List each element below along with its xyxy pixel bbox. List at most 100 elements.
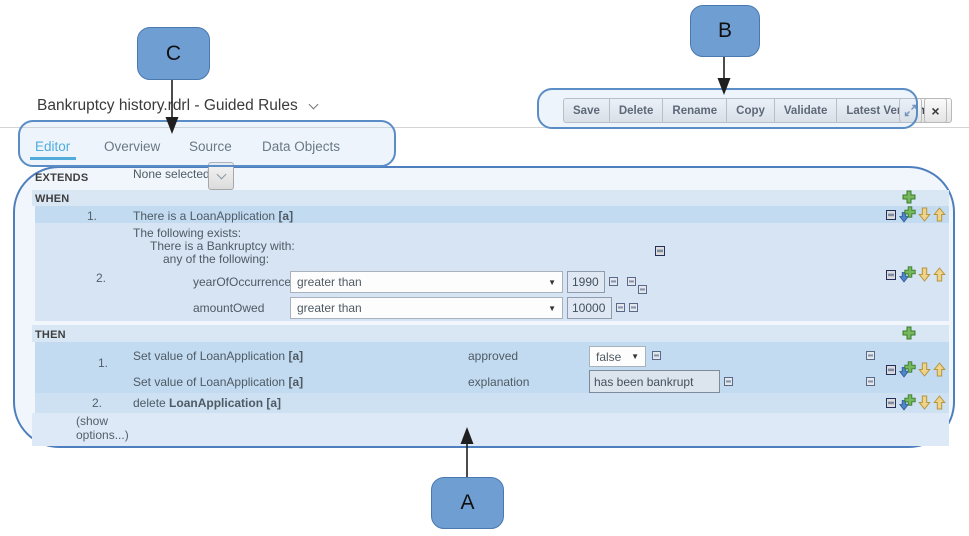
expand-arrows-icon <box>904 104 917 117</box>
exists-collapse-button[interactable] <box>655 246 665 256</box>
callout-box-a: A <box>431 477 504 529</box>
pattern-binding: [a] <box>278 209 294 223</box>
operator-value: greater than <box>297 275 362 289</box>
title-chevron-down-icon[interactable] <box>308 99 319 110</box>
then-row-2-number: 2. <box>91 396 102 410</box>
when-row-1-bg <box>35 206 949 223</box>
operator-select-yearOfOccurrence[interactable]: greater than ▼ <box>290 271 563 293</box>
collapse-toggle-icon[interactable] <box>886 209 896 220</box>
field-options-button[interactable] <box>652 351 661 360</box>
remove-field-button[interactable] <box>866 377 875 386</box>
callout-box-b: B <box>690 5 760 57</box>
then-action-2-text: Set value of LoanApplication [a] <box>133 375 303 389</box>
tab-data-objects[interactable]: Data Objects <box>262 139 341 154</box>
connective-button[interactable] <box>638 285 647 294</box>
connective-button[interactable] <box>629 303 638 312</box>
add-action-below-icon[interactable] <box>898 394 916 411</box>
field-action-icon <box>609 277 618 286</box>
delete-button[interactable]: Delete <box>608 98 664 123</box>
callout-label-a: A <box>460 491 475 514</box>
header-divider <box>0 127 969 128</box>
field-label-yearOfOccurrence: yearOfOccurrence <box>193 275 292 289</box>
move-down-icon[interactable] <box>918 207 931 222</box>
collapse-toggle-icon[interactable] <box>886 364 896 375</box>
remove-field-button[interactable] <box>866 351 875 360</box>
field-options-button[interactable] <box>724 377 733 386</box>
field-label-approved: approved <box>468 349 519 363</box>
action-binding: [a] <box>288 375 304 389</box>
file-toolbar: Save Delete Rename Copy Validate Latest … <box>563 98 953 123</box>
add-action-button[interactable] <box>902 326 916 340</box>
add-action-below-icon[interactable] <box>898 361 916 378</box>
select-caret-icon: ▼ <box>548 277 556 287</box>
then-label: THEN <box>35 329 66 341</box>
field-label-explanation: explanation <box>468 375 530 389</box>
show-options-link[interactable]: (show options...) <box>76 414 129 442</box>
operator-select-amountOwed[interactable]: greater than ▼ <box>290 297 563 319</box>
select-caret-icon: ▼ <box>548 303 556 313</box>
tab-editor[interactable]: Editor <box>35 139 71 154</box>
then-row-1-bg <box>35 342 949 393</box>
field-action-icon <box>866 351 875 360</box>
move-up-icon[interactable] <box>933 395 946 410</box>
add-pattern-below-icon[interactable] <box>898 266 916 283</box>
callout-label-c: C <box>165 41 182 65</box>
field-action-icon <box>629 303 638 312</box>
active-tab-underline <box>30 157 76 160</box>
value-input-yearOfOccurrence[interactable] <box>567 271 605 293</box>
when-row-1-text: There is a LoanApplication [a] <box>133 209 293 223</box>
validate-button[interactable]: Validate <box>773 98 838 123</box>
when-header-row <box>32 190 949 206</box>
then-delete-action: delete LoanApplication [a] <box>133 396 281 410</box>
when-row-1-number: 1. <box>86 209 97 223</box>
value-input-explanation[interactable] <box>589 370 720 393</box>
action-text: Set value of LoanApplication <box>133 375 289 389</box>
when-row-2-actions <box>886 266 946 283</box>
move-up-icon[interactable] <box>933 267 946 282</box>
select-caret-icon: ▼ <box>631 352 639 361</box>
page-title: Bankruptcy history.rdrl - Guided Rules <box>37 97 319 115</box>
show-options-row <box>32 413 949 446</box>
value-select-approved[interactable]: false ▼ <box>589 346 646 367</box>
collapse-toggle-icon[interactable] <box>886 397 896 408</box>
field-action-icon <box>866 377 875 386</box>
add-condition-button[interactable] <box>902 190 916 204</box>
then-row-2-bg <box>35 393 949 413</box>
action-binding: [a] <box>288 349 304 363</box>
value-input-amountOwed[interactable] <box>567 297 612 319</box>
exists-line-3: any of the following: <box>163 252 270 266</box>
when-row-2-number: 2. <box>95 271 106 285</box>
move-down-icon[interactable] <box>918 362 931 377</box>
exists-line-1: The following exists: <box>133 226 242 240</box>
rename-button[interactable]: Rename <box>662 98 728 123</box>
collapse-toggle-icon <box>655 246 665 256</box>
then-action-1-text: Set value of LoanApplication [a] <box>133 349 303 363</box>
move-up-icon[interactable] <box>933 362 946 377</box>
tab-source[interactable]: Source <box>189 139 232 154</box>
callout-label-b: B <box>717 19 732 42</box>
extends-value: None selected <box>133 167 210 181</box>
action-target: LoanApplication [a] <box>169 396 282 410</box>
annotation-region-toolbar <box>537 88 918 129</box>
select-value: false <box>596 349 622 364</box>
close-editor-button[interactable]: × <box>924 98 947 123</box>
connective-button[interactable] <box>627 277 636 286</box>
action-text: Set value of LoanApplication <box>133 349 289 363</box>
collapse-toggle-icon[interactable] <box>886 269 896 280</box>
annotation-region-tabs <box>18 120 396 167</box>
connective-button[interactable] <box>609 277 618 286</box>
connective-button[interactable] <box>616 303 625 312</box>
move-down-icon[interactable] <box>918 395 931 410</box>
add-plus-icon <box>902 190 916 204</box>
action-text: delete <box>133 396 170 410</box>
add-pattern-below-icon[interactable] <box>898 206 916 223</box>
save-button[interactable]: Save <box>563 98 610 123</box>
field-label-amountOwed: amountOwed <box>193 301 265 315</box>
field-action-icon <box>627 277 636 286</box>
move-up-icon[interactable] <box>933 207 946 222</box>
extends-label: EXTENDS <box>35 172 89 184</box>
tab-overview[interactable]: Overview <box>104 139 161 154</box>
extends-chevron-down-icon <box>216 169 226 180</box>
move-down-icon[interactable] <box>918 267 931 282</box>
then-row-1-number: 1. <box>97 356 108 370</box>
